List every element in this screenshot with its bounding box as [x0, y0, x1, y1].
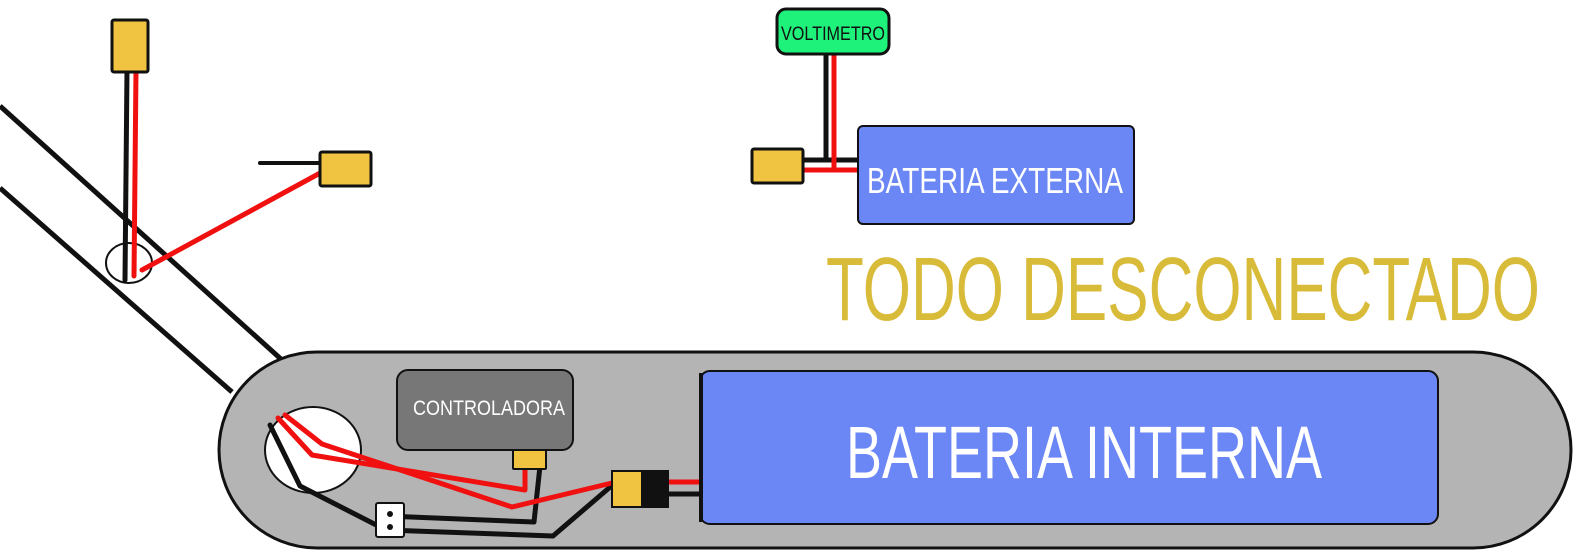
bateria-interna-label: BATERIA INTERNA — [846, 411, 1322, 494]
controladora-label: CONTROLADORA — [413, 397, 565, 420]
status-text: TODO DESCONECTADO — [826, 240, 1540, 340]
tube-wires — [122, 67, 325, 283]
bateria-externa-label: BATERIA EXTERNA — [867, 160, 1123, 201]
voltimetro[interactable]: VOLTIMETRO — [775, 7, 891, 56]
wire-black-top — [122, 67, 130, 283]
wire-red-top — [131, 67, 139, 279]
bateria-interna[interactable]: BATERIA INTERNA — [699, 370, 1439, 525]
voltimetro-label: VOLTIMETRO — [781, 24, 885, 45]
xt-connector-side[interactable] — [318, 150, 373, 188]
wire-red-side — [139, 169, 325, 273]
wire-black-internal-b — [383, 463, 543, 525]
bateria-externa[interactable]: BATERIA EXTERNA — [857, 125, 1135, 225]
xt-connector-top[interactable] — [110, 18, 150, 74]
xt-connector-internal[interactable] — [611, 470, 669, 508]
controladora-connector[interactable] — [512, 449, 547, 470]
switch-plug[interactable] — [375, 502, 405, 538]
voltimetro-wires — [800, 51, 861, 173]
wire-black-volt — [823, 51, 861, 163]
xt-connector-external[interactable] — [750, 147, 805, 185]
wire-red-internal-a — [275, 415, 528, 493]
wire-red-volt — [831, 51, 861, 173]
frame-tube — [0, 104, 284, 394]
tube-hole — [105, 242, 153, 284]
wire-red-internal-b — [282, 412, 619, 510]
controladora[interactable]: CONTROLADORA — [396, 369, 574, 451]
